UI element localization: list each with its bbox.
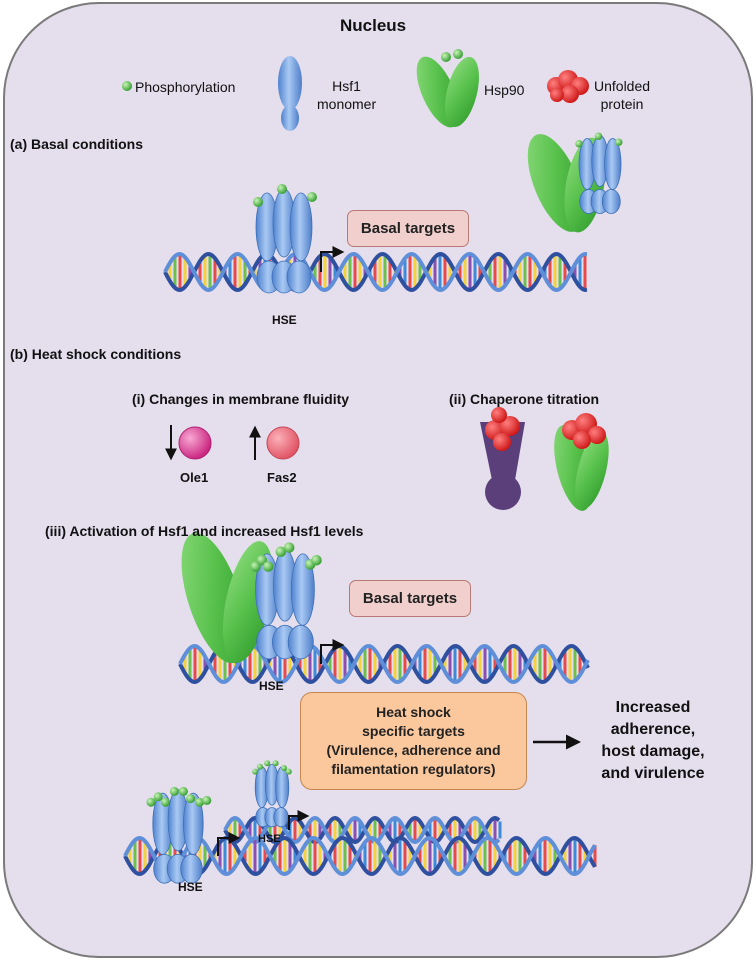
legend-hsf1-label: Hsf1 monomer (317, 78, 377, 112)
nucleus-background (3, 2, 753, 958)
section-ii-heading: (ii) Chaperone titration (449, 391, 600, 407)
legend-phosphorylation-label: Phosphorylation (135, 79, 236, 95)
dna-helix-heat-shock-lower (123, 835, 597, 877)
legend-unfolded-label: Unfolded protein (594, 78, 651, 112)
hse-label-upper: HSE (258, 833, 281, 845)
transcription-arrow-icon (288, 810, 310, 830)
fas2-label: Fas2 (267, 470, 297, 485)
heat-shock-targets-box: Heat shock specific targets (Virulence, … (300, 692, 527, 790)
unfolded-protein-icon (547, 70, 589, 103)
legend-hsp90-label: Hsp90 (484, 82, 525, 98)
hsf1-trimer-bound (253, 184, 317, 294)
hse-label-lower: HSE (178, 880, 203, 894)
hsp90-hsf1-complex (527, 132, 623, 233)
hsf1-trimer-activated (250, 542, 322, 660)
hsf1-trimer-small (252, 760, 292, 828)
section-iii-heading: (iii) Activation of Hsf1 and increased H… (45, 523, 364, 539)
section-i-heading: (i) Changes in membrane fluidity (132, 391, 350, 407)
transcription-arrow-icon (320, 246, 345, 272)
nucleus-title: Nucleus (340, 16, 407, 35)
outcome-label: Increased adherence, host damage, and vi… (601, 699, 705, 782)
section-a-heading: (a) Basal conditions (10, 136, 144, 152)
hse-label-activated: HSE (259, 679, 284, 693)
transcription-arrow-icon (320, 639, 345, 664)
ole1-label: Ole1 (180, 470, 209, 485)
fas2-icon (266, 426, 300, 460)
chaperone-purple-icon (480, 407, 525, 510)
phosphorylation-icon (122, 81, 132, 91)
ole1-icon (178, 426, 212, 460)
basal-targets-box-activated: Basal targets (349, 580, 471, 617)
chaperone-hsp90-titrated-icon (554, 413, 609, 511)
basal-targets-box: Basal targets (347, 210, 469, 247)
hse-label: HSE (272, 313, 297, 327)
section-b-heading: (b) Heat shock conditions (10, 346, 182, 362)
hsf1-trimer-heat-shock (146, 786, 212, 884)
transcription-arrow-icon (217, 832, 241, 856)
hsp90-icon (416, 49, 479, 128)
hsf1-monomer-icon (278, 56, 302, 131)
